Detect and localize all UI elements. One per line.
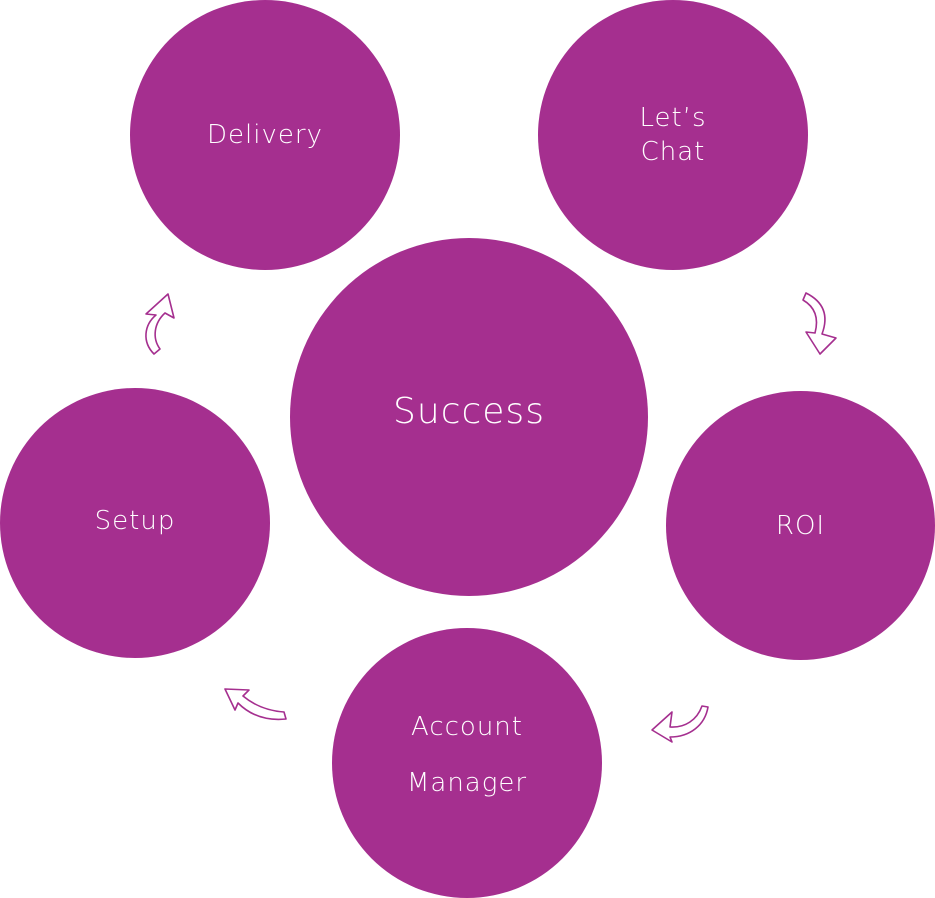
roi-circle: ROI [666,391,935,660]
arrow-setup-to-delivery-icon [145,293,175,355]
delivery-circle: Delivery [130,0,400,270]
roi-label: ROI [775,510,826,541]
success-label: Success [393,390,545,432]
lets-chat-label-line-2: Chat [640,137,706,167]
delivery-label: Delivery [207,120,323,150]
account-manager-label-line-1: Account [411,712,523,742]
lets-chat-circle: Let’s Chat [538,0,808,270]
account-manager-label-line-2: Manager [406,768,528,798]
setup-label: Setup [94,506,176,536]
arrow-chat-to-roi-icon [802,292,837,355]
lets-chat-label-line-1: Let’s [639,103,707,133]
account-manager-label: Account Manager [407,699,527,811]
arrow-account-to-setup-icon [224,688,287,721]
setup-circle: Setup [0,388,270,658]
arrow-roi-to-account-icon [651,705,709,743]
success-center-circle: Success [290,238,648,596]
account-manager-circle: Account Manager [332,628,602,898]
